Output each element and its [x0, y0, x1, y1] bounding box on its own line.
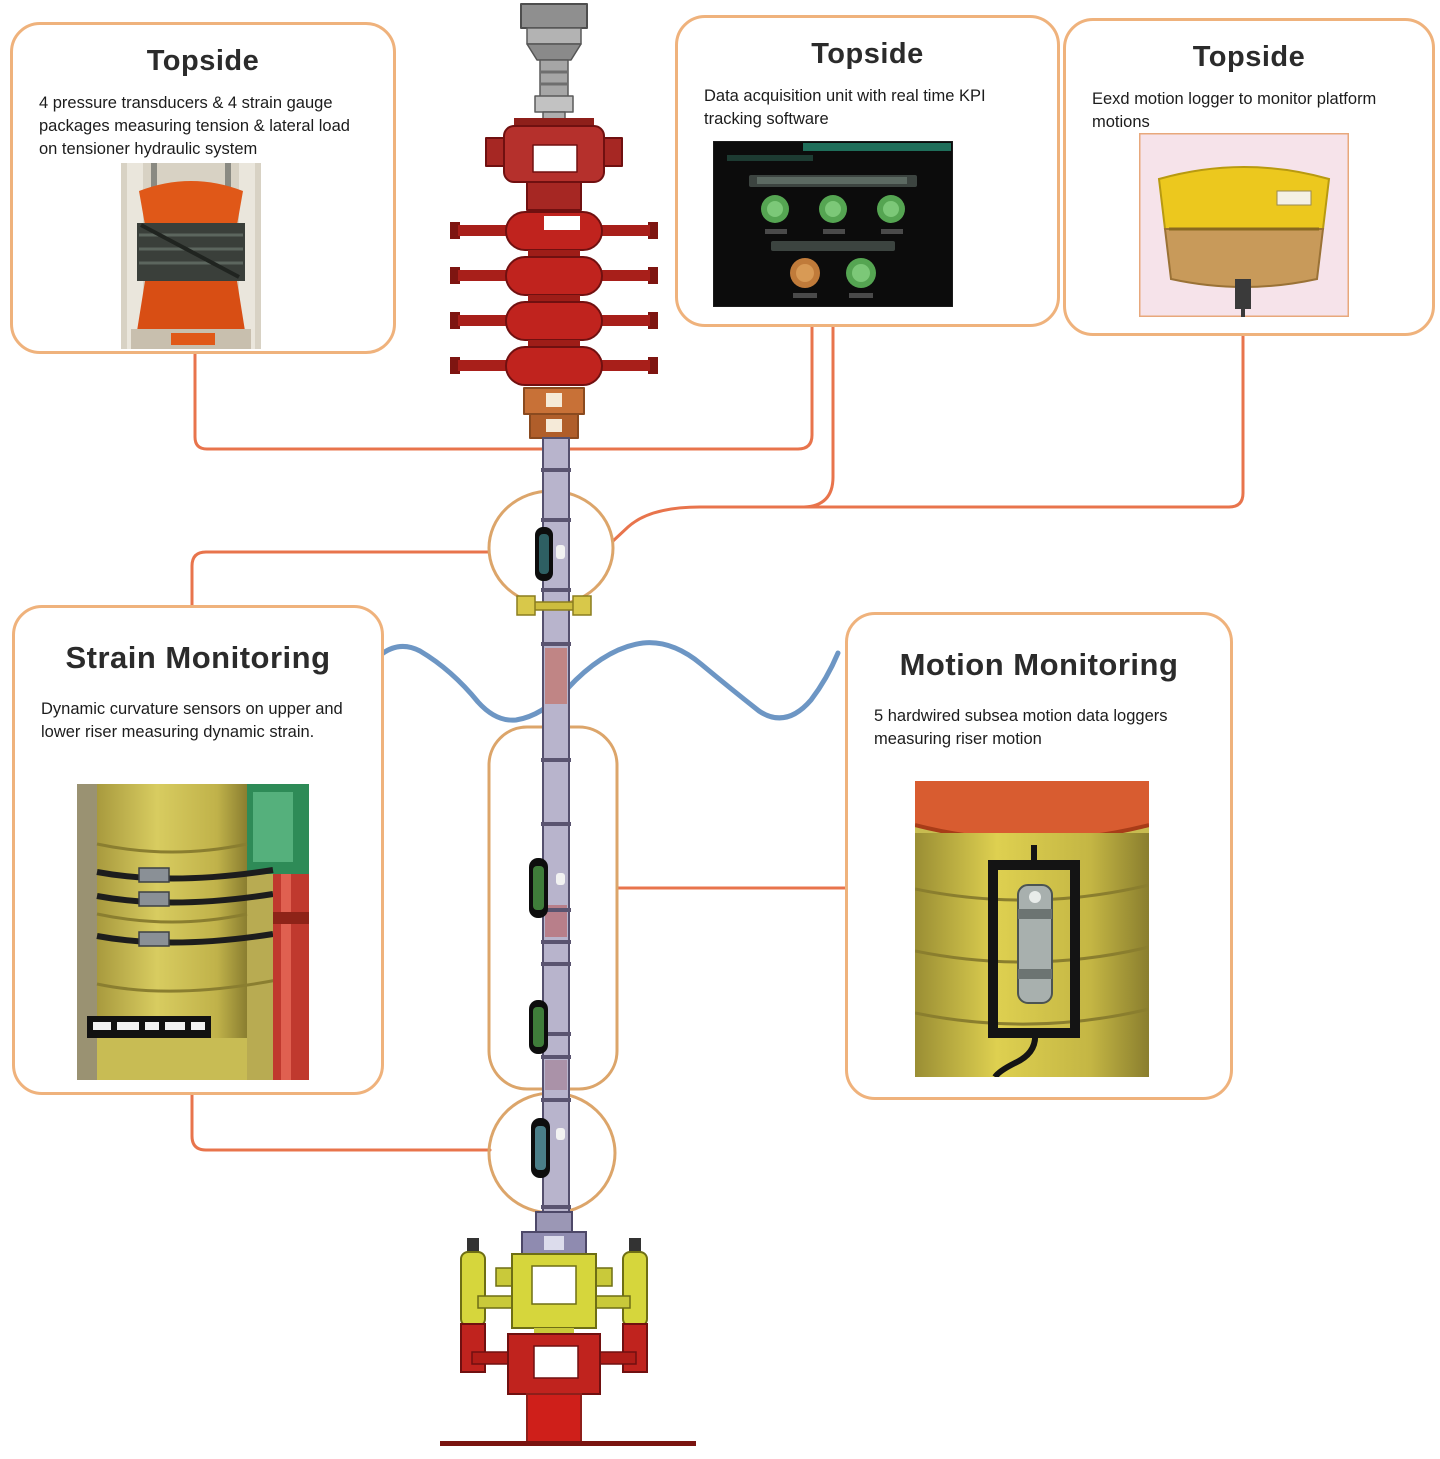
connector-strainbox-to-lower-circle [190, 1092, 492, 1152]
wellhead [526, 1393, 582, 1443]
slip-joint-connector [523, 387, 585, 439]
connector-tensioner-to-daq [193, 324, 814, 451]
callout-topside-logger: Topside Eexd motion logger to monitor pl… [1063, 18, 1435, 336]
accumulator-bottles [460, 1238, 648, 1373]
connector-logger-to-upper-circle [611, 332, 1245, 543]
seabed-line [440, 1441, 696, 1446]
diverter [520, 3, 588, 125]
riser-sensors [529, 527, 553, 1178]
callout-title: Topside [811, 38, 924, 70]
riser-pipe [516, 437, 592, 1261]
connector-upper-circle-to-strainbox [190, 550, 491, 608]
lmrp-block [477, 1253, 631, 1329]
callout-title: Topside [146, 45, 260, 77]
callout-body: 5 hardwired subsea motion data loggers m… [874, 707, 1168, 748]
bop-body [471, 1328, 637, 1395]
callout-body: 4 pressure transducers & 4 strain gauge … [39, 94, 350, 158]
riser-top-stack [450, 3, 658, 439]
riser-clamp [516, 595, 592, 616]
tensioner-disc-stack [450, 211, 658, 386]
connector-daq-branch [802, 324, 835, 509]
strain-sensor-photo [77, 784, 309, 1080]
sea-surface-wave [370, 640, 841, 723]
callout-body: Dynamic curvature sensors on upper and l… [41, 700, 343, 741]
callout-body: Data acquisition unit with real time KPI… [704, 87, 986, 128]
motion-logger-photo [1139, 133, 1349, 317]
callout-topside-daq: Topside Data acquisition unit with real … [675, 15, 1060, 327]
upper-flex-joint [485, 118, 623, 211]
tensioner-photo [121, 163, 261, 349]
callout-body: Eexd motion logger to monitor platform m… [1092, 90, 1377, 131]
callout-strain-monitoring: Strain Monitoring Dynamic curvature sens… [12, 605, 384, 1095]
callout-title: Strain Monitoring [65, 640, 331, 675]
callout-motion-monitoring: Motion Monitoring 5 hardwired subsea mot… [845, 612, 1233, 1100]
callout-topside-tensioner: Topside 4 pressure transducers & 4 strai… [10, 22, 396, 354]
callout-title: Topside [1192, 41, 1306, 73]
bop-stack [440, 1211, 696, 1446]
daq-screen-photo [713, 141, 953, 307]
callout-title: Motion Monitoring [899, 647, 1179, 682]
subsea-logger-photo [915, 781, 1149, 1077]
connector-lines [190, 324, 1245, 1152]
